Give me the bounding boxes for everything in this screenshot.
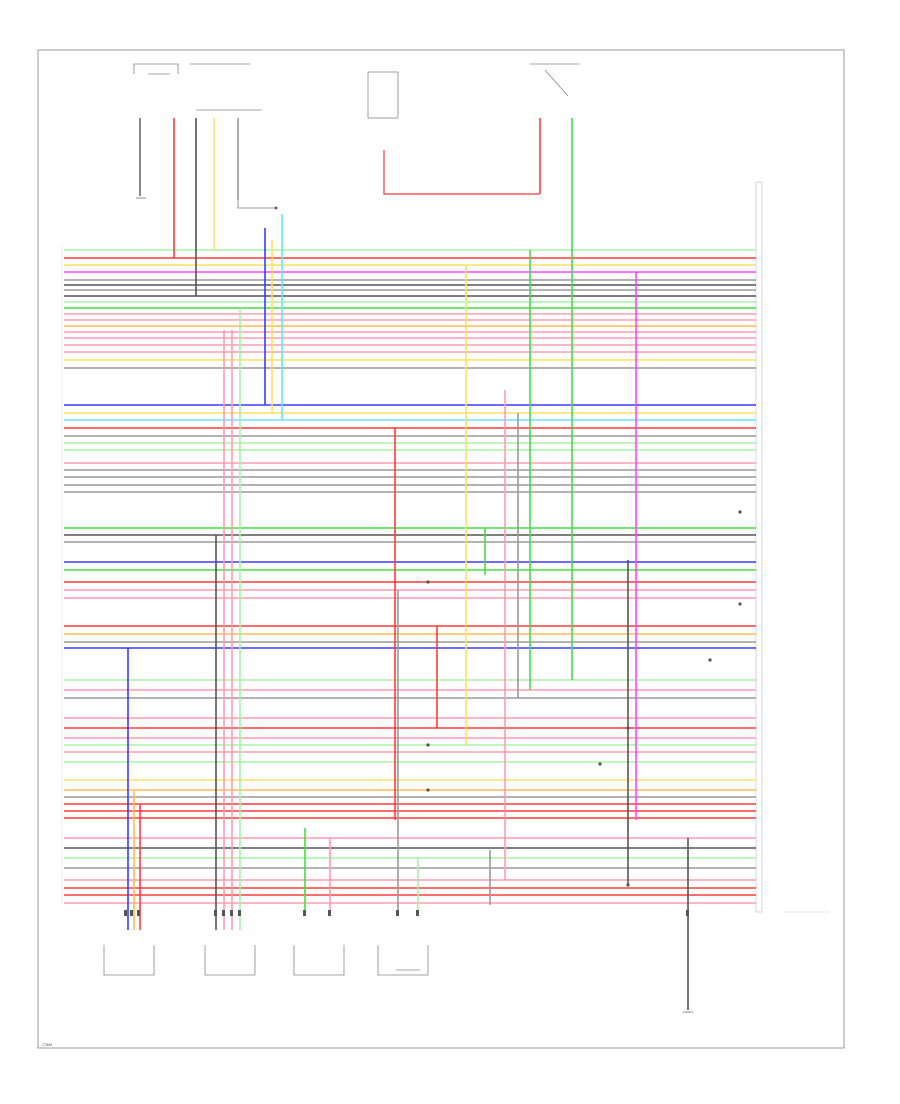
knock-sensor-outline: [293, 945, 345, 976]
splice-dot: [626, 883, 630, 887]
camshaft-position-sensor-outline: [204, 945, 256, 976]
splice-dot: [426, 788, 430, 792]
connector-pin: [214, 910, 217, 916]
connector-pin: [396, 910, 399, 916]
connector-pin: [303, 910, 306, 916]
bottom-components: [103, 945, 429, 976]
splice-dot: [426, 580, 430, 584]
diagram-frame: [37, 49, 845, 1049]
top-components: [133, 63, 580, 119]
splice-dot: [738, 602, 742, 606]
ecm-connector-strip: [755, 181, 763, 913]
splice-dot: [426, 743, 430, 747]
cluster-connector-dot: [274, 206, 278, 210]
connector-pin: [230, 910, 233, 916]
cluster-link: [237, 200, 276, 209]
vehicle-speed-sensor-outline: [377, 945, 429, 976]
ground-symbols: [136, 197, 693, 1013]
splice-dot: [626, 726, 630, 730]
splice-dot: [598, 762, 602, 766]
connector-pin: [222, 910, 225, 916]
connector-pin: [130, 910, 133, 916]
vertical-wires: [127, 118, 689, 1010]
splice-dot: [738, 510, 742, 514]
ignition-switch-outline: [133, 63, 179, 74]
connector-pin: [137, 910, 140, 916]
connector-pin: [328, 910, 331, 916]
stop-light-link: [383, 150, 540, 195]
connector-pin: [416, 910, 419, 916]
stop-light-switch-outline: [367, 71, 399, 119]
brake-switch-arm: [544, 69, 569, 97]
bottom-connectors: [124, 910, 689, 916]
crankshaft-position-sensor-outline: [103, 945, 155, 976]
splice-points: [426, 510, 742, 887]
connector-pin: [686, 910, 689, 916]
footer-code: C7868: [42, 1043, 52, 1047]
horizontal-wires: [64, 249, 756, 904]
connector-pin: [238, 910, 241, 916]
splice-dot: [708, 658, 712, 662]
connector-pin: [124, 910, 127, 916]
